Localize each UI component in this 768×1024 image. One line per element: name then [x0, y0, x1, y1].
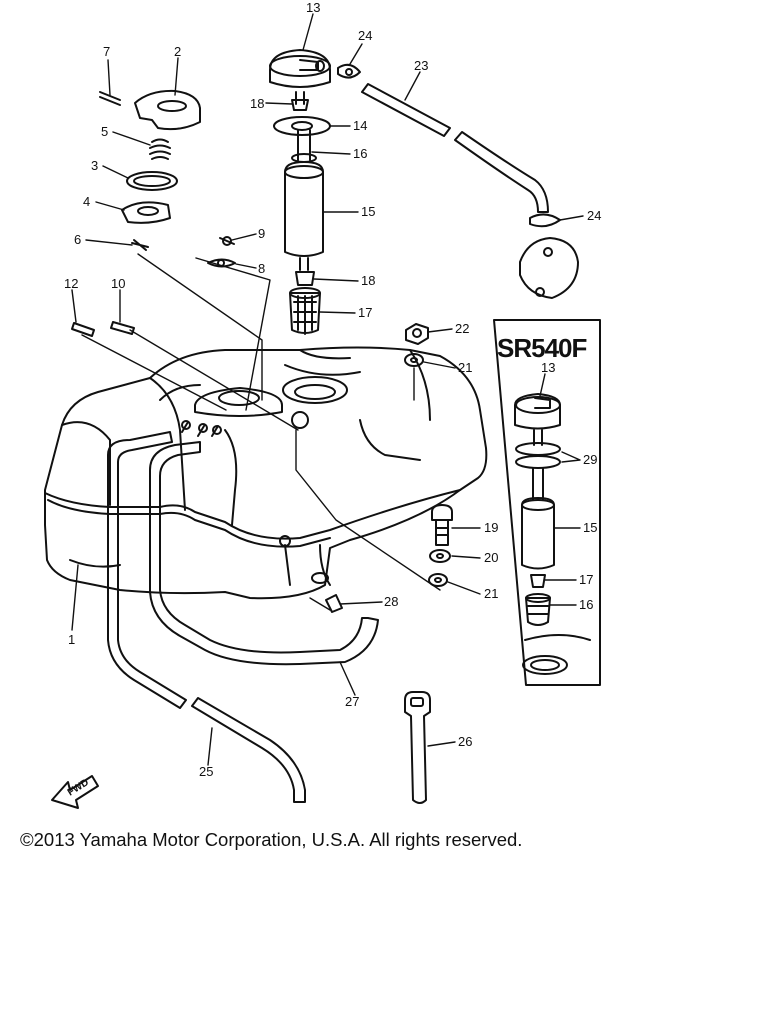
hose-27: [149, 441, 379, 666]
callout-10: 10: [111, 276, 125, 291]
cover-plate: [519, 237, 579, 299]
spring-5: [149, 138, 171, 160]
inset-title: SR540F: [497, 333, 586, 363]
strainer-15-16: [284, 129, 324, 271]
forward-arrow-icon: [51, 775, 99, 809]
holder-4: [121, 201, 171, 224]
callout-labels: 2 7 5 3 4 6 9 8 10 12 13 18 14 16 15 18 …: [64, 0, 601, 799]
leader-lines: [71, 13, 584, 766]
callout-26: 26: [458, 734, 472, 749]
washer-20: [429, 549, 451, 563]
callout-23: 23: [414, 58, 428, 73]
callout-3: 3: [91, 158, 98, 173]
screw-6: [131, 239, 149, 251]
callout-5: 5: [101, 124, 108, 139]
callout-6: 6: [74, 232, 81, 247]
callout-20: 20: [484, 550, 498, 565]
filter-17: [289, 287, 321, 335]
callout-7: 7: [103, 44, 110, 59]
cap-cover: [134, 89, 201, 131]
callout-28: 28: [384, 594, 398, 609]
callout-19: 19: [484, 520, 498, 535]
callout-22: 22: [455, 321, 469, 336]
callout-8: 8: [258, 261, 265, 276]
callout-14: 14: [353, 118, 367, 133]
callout-27: 27: [345, 694, 359, 709]
clamp-24b: [529, 213, 561, 228]
callout-12: 12: [64, 276, 78, 291]
strap-26: [404, 691, 431, 804]
bolts-10-12: [71, 321, 135, 337]
fuel-cap-13: [269, 49, 331, 105]
callout-9: 9: [258, 226, 265, 241]
fuel-tank: [44, 346, 488, 600]
inset-callout-17: 17: [579, 572, 593, 587]
callout-17: 17: [358, 305, 372, 320]
callout-25: 25: [199, 764, 213, 779]
callout-24a: 24: [358, 28, 372, 43]
fwd-label: FWD: [66, 777, 91, 798]
inset-sr540f: [493, 319, 601, 686]
callout-18b: 18: [361, 273, 375, 288]
pin-7: [99, 91, 121, 106]
inset-callout-15: 15: [583, 520, 597, 535]
callout-1: 1: [68, 632, 75, 647]
clamp-24a: [337, 63, 361, 79]
parts-diagram: 2 7 5 3 4 6 9 8 10 12 13 18 14 16 15 18 …: [44, 0, 601, 809]
callout-15: 15: [361, 204, 375, 219]
callout-21a: 21: [458, 360, 472, 375]
callout-24b: 24: [587, 208, 601, 223]
washer-21b: [428, 573, 448, 587]
callout-21b: 21: [484, 586, 498, 601]
copyright-notice: ©2013 Yamaha Motor Corporation, U.S.A. A…: [20, 829, 523, 850]
nut-22: [405, 323, 429, 345]
callout-2: 2: [174, 44, 181, 59]
screws-8-9: [207, 236, 236, 268]
valve-18: [291, 99, 309, 111]
washer-21a: [404, 353, 424, 367]
callout-18a: 18: [250, 96, 264, 111]
hose-25: [107, 431, 306, 803]
callout-16: 16: [353, 146, 367, 161]
inset-callout-29: 29: [583, 452, 597, 467]
valve-18b: [295, 271, 315, 286]
inset-callout-16: 16: [579, 597, 593, 612]
hose-23: [361, 83, 549, 213]
gasket-14: [273, 116, 331, 136]
inset-callout-13: 13: [541, 360, 555, 375]
callout-13: 13: [306, 0, 320, 15]
callout-4: 4: [83, 194, 90, 209]
bolt-19: [431, 504, 453, 546]
gasket-3: [126, 171, 178, 191]
